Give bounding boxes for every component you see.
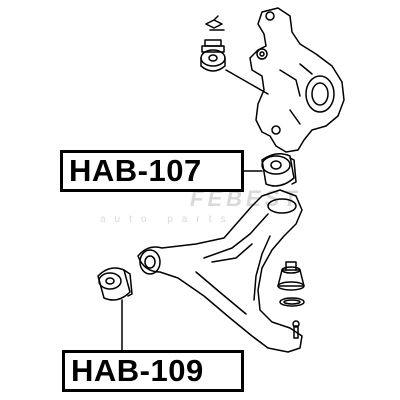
clip-part [205, 15, 225, 31]
bushing-hab-109 [97, 267, 133, 301]
ball-joint-boot [277, 261, 305, 291]
upper-small-bushing [200, 39, 226, 72]
watermark-tagline: auto parts [100, 214, 235, 225]
ball-joint-stud [292, 320, 300, 339]
leader-line-knuckle [225, 69, 269, 95]
steering-knuckle [249, 7, 345, 153]
lower-control-arm [137, 189, 303, 353]
bushing-hab-107 [261, 153, 297, 187]
part-label-hab-107: HAB-107 [60, 150, 244, 192]
part-label-hab-109: HAB-109 [62, 350, 244, 392]
ball-joint-ring [279, 297, 305, 307]
